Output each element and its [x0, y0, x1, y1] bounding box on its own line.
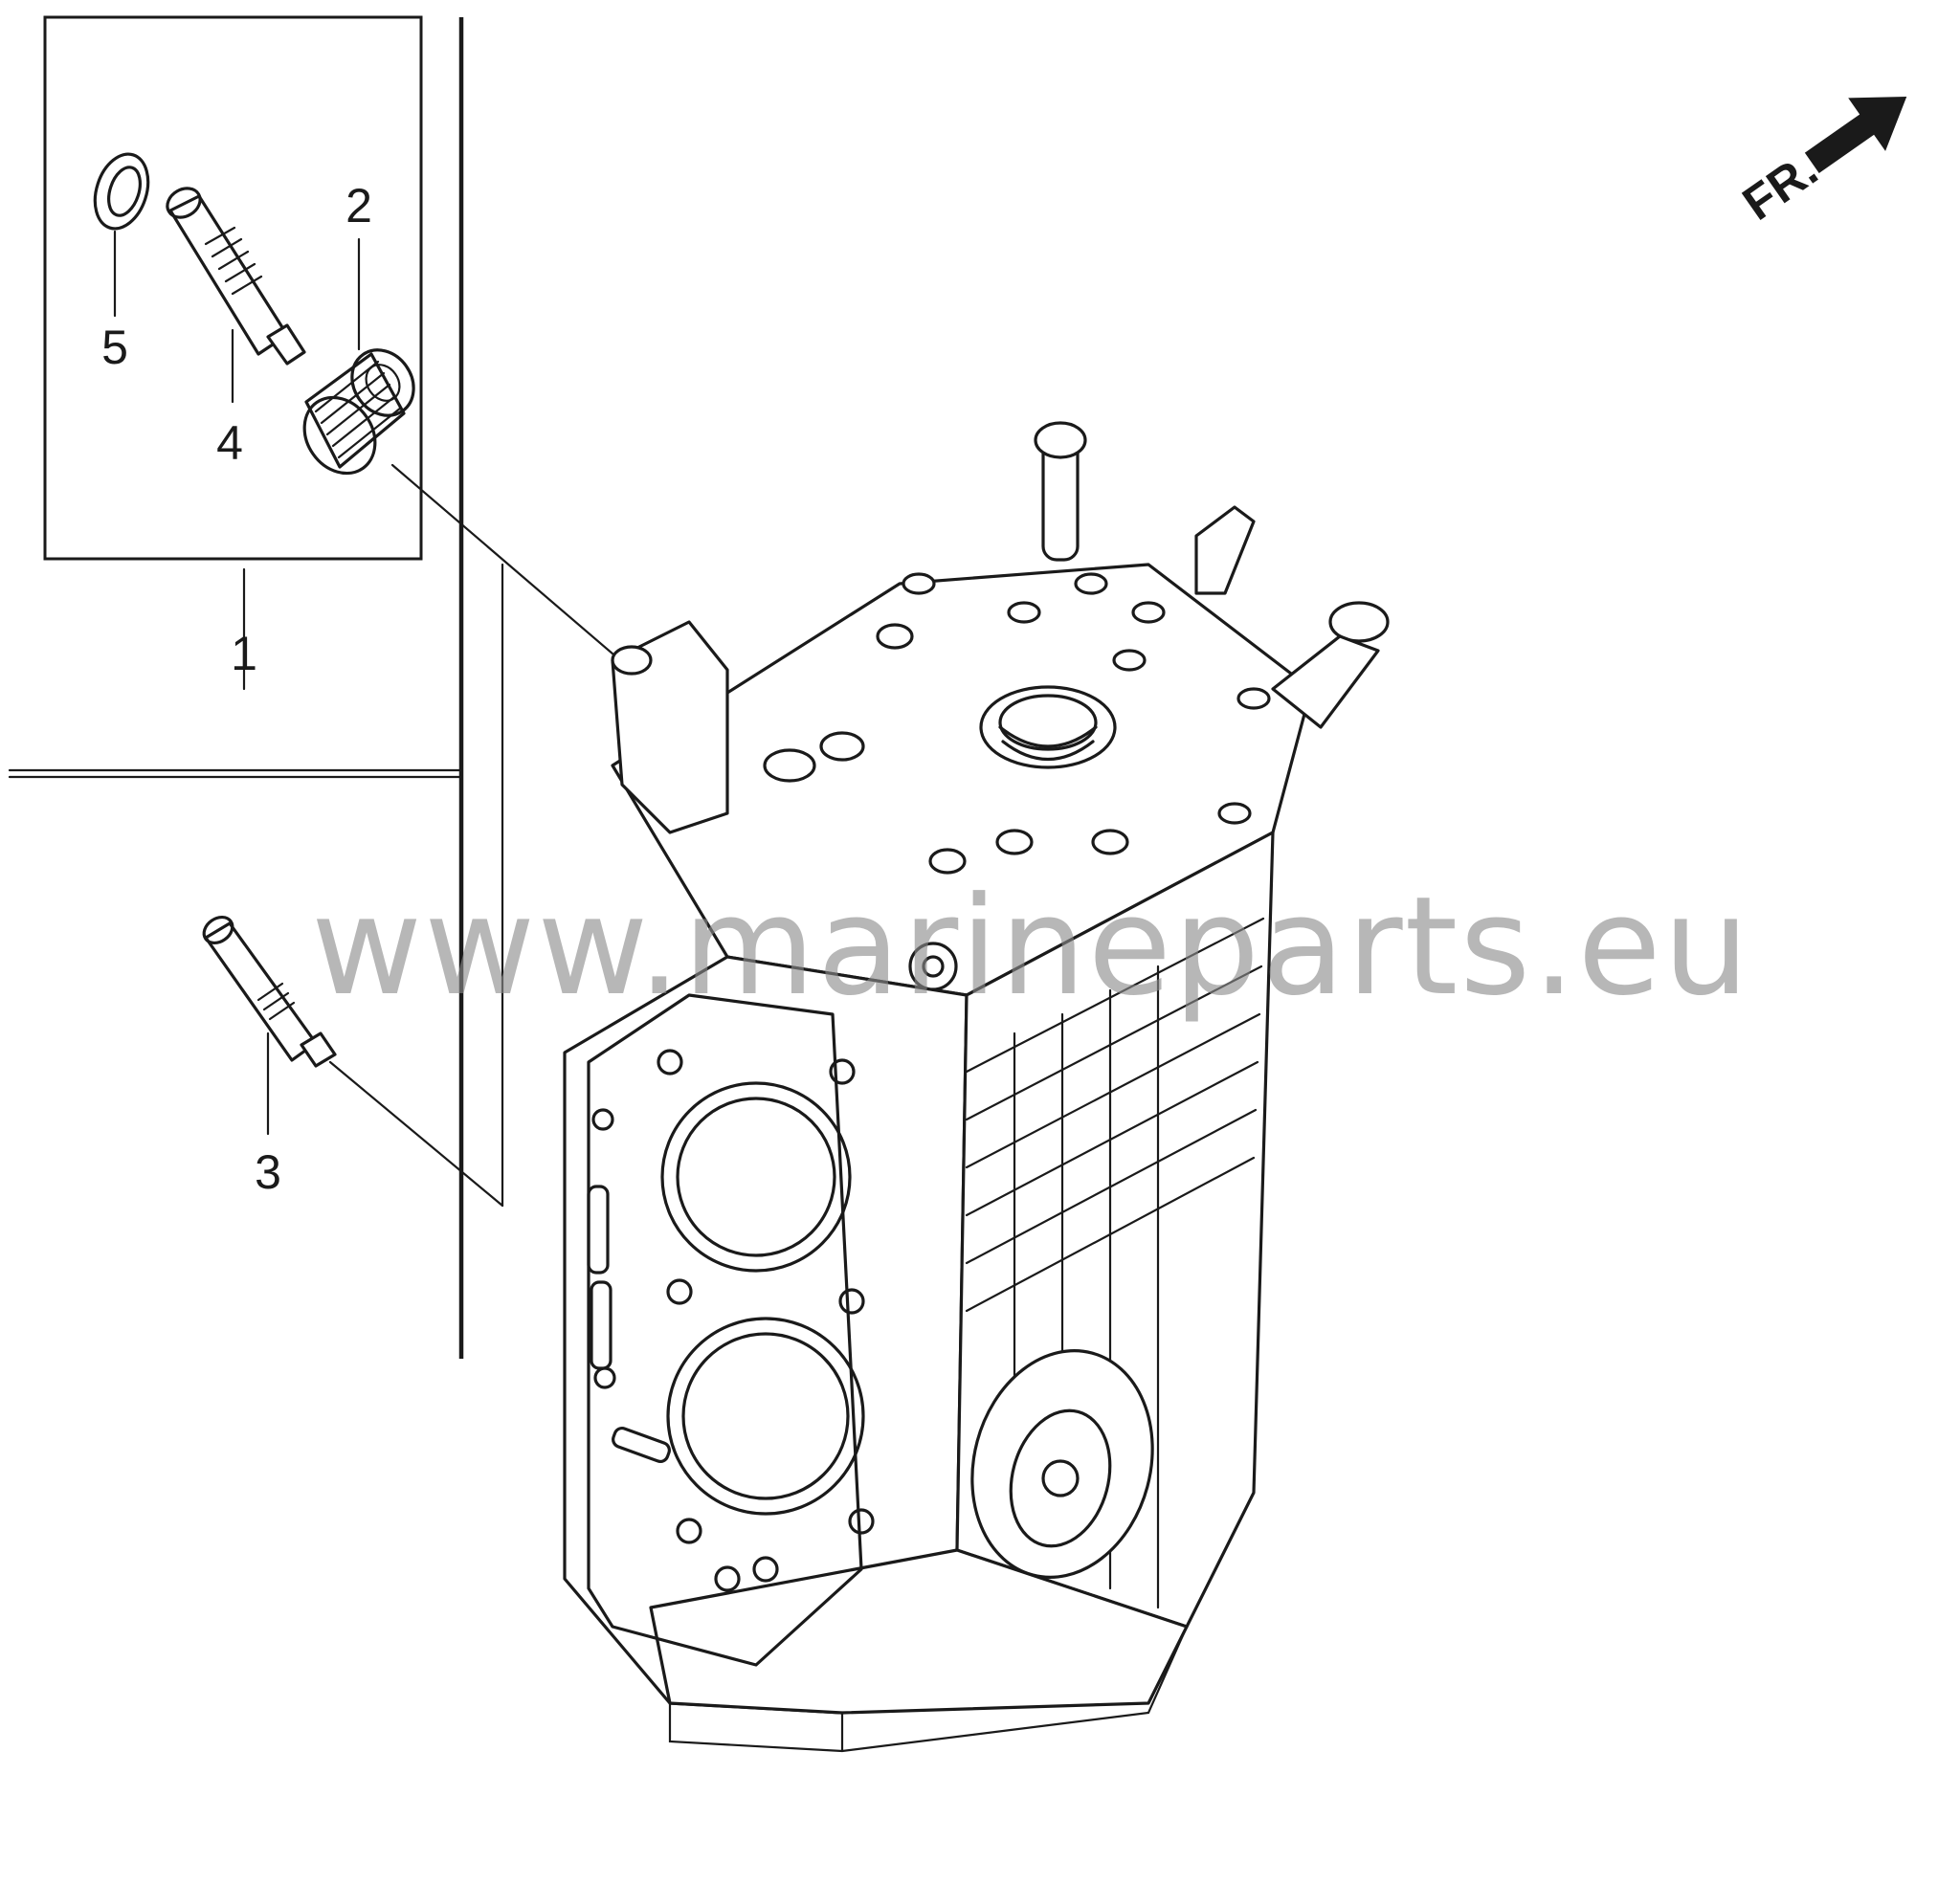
shaft-drawing: [166, 187, 306, 404]
leader-2-to-block: [390, 463, 622, 662]
arrow-right-icon: [1804, 97, 1907, 173]
cylinder-block-drawing: [563, 421, 1390, 1753]
callout-4: 4: [216, 416, 243, 470]
callout-5: 5: [101, 321, 128, 374]
gear-drawing: [302, 237, 622, 662]
front-direction-indicator: FR.: [1733, 97, 1907, 231]
leader-3-to-block: [328, 1060, 504, 1208]
seal-ring-drawing: [93, 152, 150, 318]
callout-2: 2: [345, 179, 372, 233]
kit-frame: [8, 15, 504, 1359]
watermark-text: www.marineparts.eu: [311, 868, 1751, 1026]
callout-1: 1: [231, 627, 257, 680]
bolt-holes: [591, 1049, 875, 1592]
top-bosses: [611, 421, 1390, 991]
kit-box: [43, 15, 423, 561]
callout-3: 3: [255, 1145, 281, 1199]
sensor-drawing: [202, 915, 504, 1208]
